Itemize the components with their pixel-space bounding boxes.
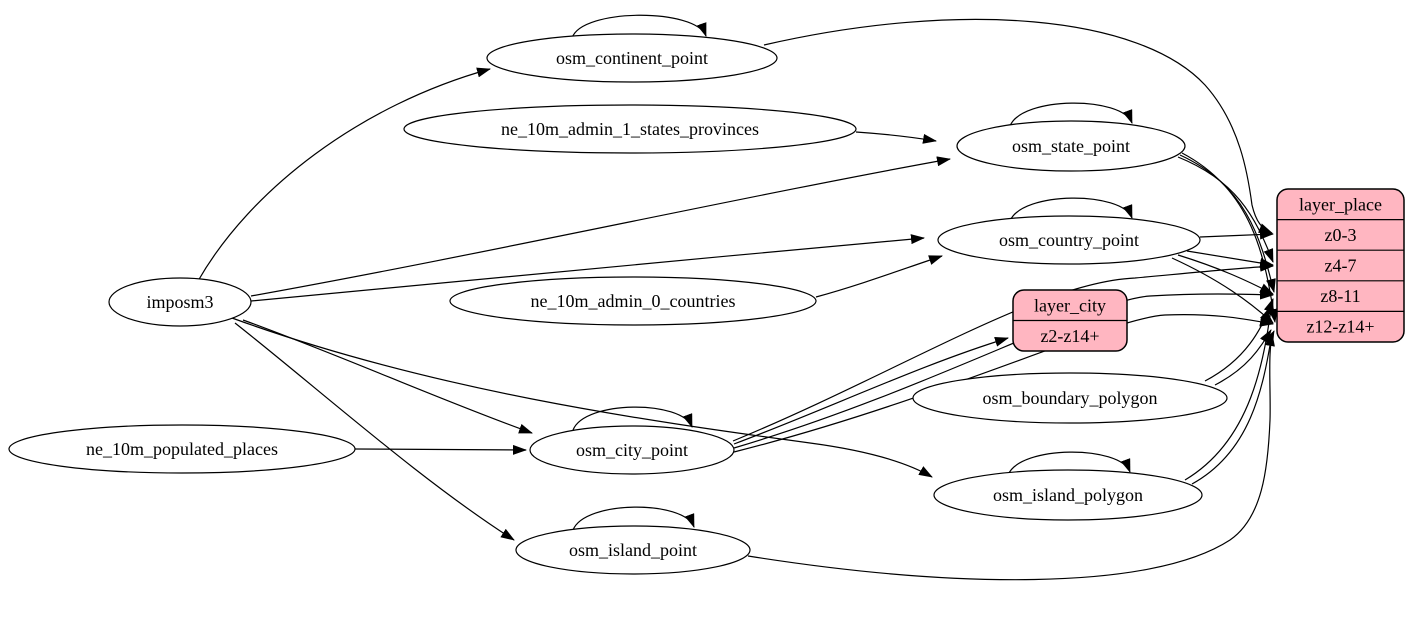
edge-osm_city_point-to-layer_city-z2-z14+ <box>733 337 1009 445</box>
table-node-osm_boundary_polygon: osm_boundary_polygon <box>912 372 1228 424</box>
edge-osm_state_point-to-layer_place-z8-11 <box>1179 154 1276 293</box>
table-node-ne_10m_admin_1_states_provinces: ne_10m_admin_1_states_provinces <box>403 104 857 154</box>
table-node-osm_continent_point: osm_continent_point <box>486 33 778 83</box>
layer-record-layer_city: layer_city z2-z14+ <box>1012 289 1128 352</box>
table-node-osm_island_polygon: osm_island_polygon <box>933 469 1203 521</box>
edge-osm_continent_point-to-layer_place-z0-3 <box>763 18 1273 234</box>
table-node-ellipse-ne_10m_admin_0_countries <box>449 276 817 326</box>
table-node-label-osm_island_polygon: osm_island_polygon <box>993 485 1143 505</box>
table-node-label-ne_10m_admin_1_states_provinces: ne_10m_admin_1_states_provinces <box>501 119 759 139</box>
layer-record-header-layer_city: layer_city <box>1034 295 1106 315</box>
table-node-ne_10m_admin_0_countries: ne_10m_admin_0_countries <box>449 276 817 326</box>
table-node-label-ne_10m_admin_0_countries: ne_10m_admin_0_countries <box>531 291 736 311</box>
layer-record-box-layer_place <box>1276 188 1405 343</box>
table-node-ellipse-osm_city_point <box>529 425 735 475</box>
layer-record-header-layer_place: layer_place <box>1299 194 1382 214</box>
edge-osm_country_point-to-osm_country_point-self-loop <box>1009 197 1133 222</box>
table-node-imposm3: imposm3 <box>108 277 252 327</box>
table-node-osm_state_point: osm_state_point <box>956 120 1186 172</box>
edge-osm_continent_point-to-osm_continent_point-self-loop <box>571 14 707 39</box>
layer-record-row-layer_city-z2-z14+: z2-z14+ <box>1040 326 1099 346</box>
table-node-ellipse-osm_country_point <box>937 215 1201 265</box>
edge-osm_island_polygon-to-osm_island_polygon-self-loop <box>1007 451 1131 476</box>
table-node-label-osm_continent_point: osm_continent_point <box>556 48 708 68</box>
table-node-label-osm_state_point: osm_state_point <box>1012 136 1130 156</box>
edge-osm_island_polygon-to-layer_place-z12-z14+ <box>1191 332 1275 485</box>
edge-osm_state_point-to-layer_place-z4-7 <box>1177 156 1274 263</box>
layer-record-row-layer_place-z12-z14+: z12-z14+ <box>1306 317 1374 337</box>
edge-osm_city_point-to-layer_place-z4-7 <box>732 261 1274 442</box>
edge-imposm3-to-osm_island_point <box>234 322 515 541</box>
table-node-ellipse-ne_10m_admin_1_states_provinces <box>403 104 857 154</box>
table-node-ellipse-ne_10m_populated_places <box>8 424 356 474</box>
edge-imposm3-to-osm_continent_point <box>197 67 491 282</box>
table-node-label-ne_10m_populated_places: ne_10m_populated_places <box>86 439 278 459</box>
edge-osm_country_point-to-layer_place-z0-3 <box>1199 229 1274 240</box>
edge-imposm3-to-osm_city_point <box>242 319 533 434</box>
layer-record-row-layer_place-z4-7: z4-7 <box>1325 256 1357 276</box>
layer-record-row-layer_place-z0-3: z0-3 <box>1325 225 1357 245</box>
edge-imposm3-to-osm_state_point <box>250 156 951 297</box>
table-node-ellipse-imposm3 <box>108 277 252 327</box>
edge-osm_state_point-to-osm_state_point-self-loop <box>1009 102 1133 127</box>
edge-osm_country_point-to-layer_place-z4-7 <box>1186 250 1274 268</box>
edge-ne_10m_admin_1_states_provinces-to-osm_state_point <box>855 131 937 144</box>
edge-osm_city_point-to-osm_city_point-self-loop <box>572 406 693 431</box>
edge-ne_10m_admin_0_countries-to-osm_country_point <box>815 255 943 298</box>
edge-osm_country_point-to-layer_place-z12-z14+ <box>1171 257 1274 324</box>
layer-record-row-layer_place-z8-11: z8-11 <box>1320 286 1360 306</box>
table-node-ellipse-osm_boundary_polygon <box>912 372 1228 424</box>
table-node-ellipse-osm_continent_point <box>486 33 778 83</box>
edge-imposm3-to-osm_country_point <box>250 234 925 302</box>
table-node-ellipse-osm_state_point <box>956 120 1186 172</box>
table-node-osm_country_point: osm_country_point <box>937 215 1201 265</box>
table-node-ellipse-osm_island_polygon <box>933 469 1203 521</box>
table-node-ellipse-osm_island_point <box>515 525 751 575</box>
edge-imposm3-to-osm_island_polygon <box>231 317 933 478</box>
table-node-label-osm_island_point: osm_island_point <box>569 540 697 560</box>
edge-osm_island_point-to-layer_place-z12-z14+ <box>747 330 1275 581</box>
table-node-ne_10m_populated_places: ne_10m_populated_places <box>8 424 356 474</box>
edge-ne_10m_populated_places-to-osm_city_point <box>354 444 527 455</box>
table-node-label-imposm3: imposm3 <box>146 292 213 312</box>
table-node-osm_city_point: osm_city_point <box>529 425 735 475</box>
table-node-label-osm_boundary_polygon: osm_boundary_polygon <box>983 388 1158 408</box>
table-node-label-osm_city_point: osm_city_point <box>576 440 688 460</box>
edge-osm_island_point-to-osm_island_point-self-loop <box>572 506 695 531</box>
edge-osm_island_polygon-to-layer_place-z8-11 <box>1184 301 1276 481</box>
table-node-label-osm_country_point: osm_country_point <box>999 230 1139 250</box>
table-node-osm_island_point: osm_island_point <box>515 525 751 575</box>
edge-osm_country_point-to-layer_place-z8-11 <box>1177 254 1274 295</box>
edge-osm_city_point-to-layer_place-z8-11 <box>733 289 1274 449</box>
layer-record-layer_place: layer_place z0-3 z4-7 z8-11 z12-z14+ <box>1276 188 1405 343</box>
